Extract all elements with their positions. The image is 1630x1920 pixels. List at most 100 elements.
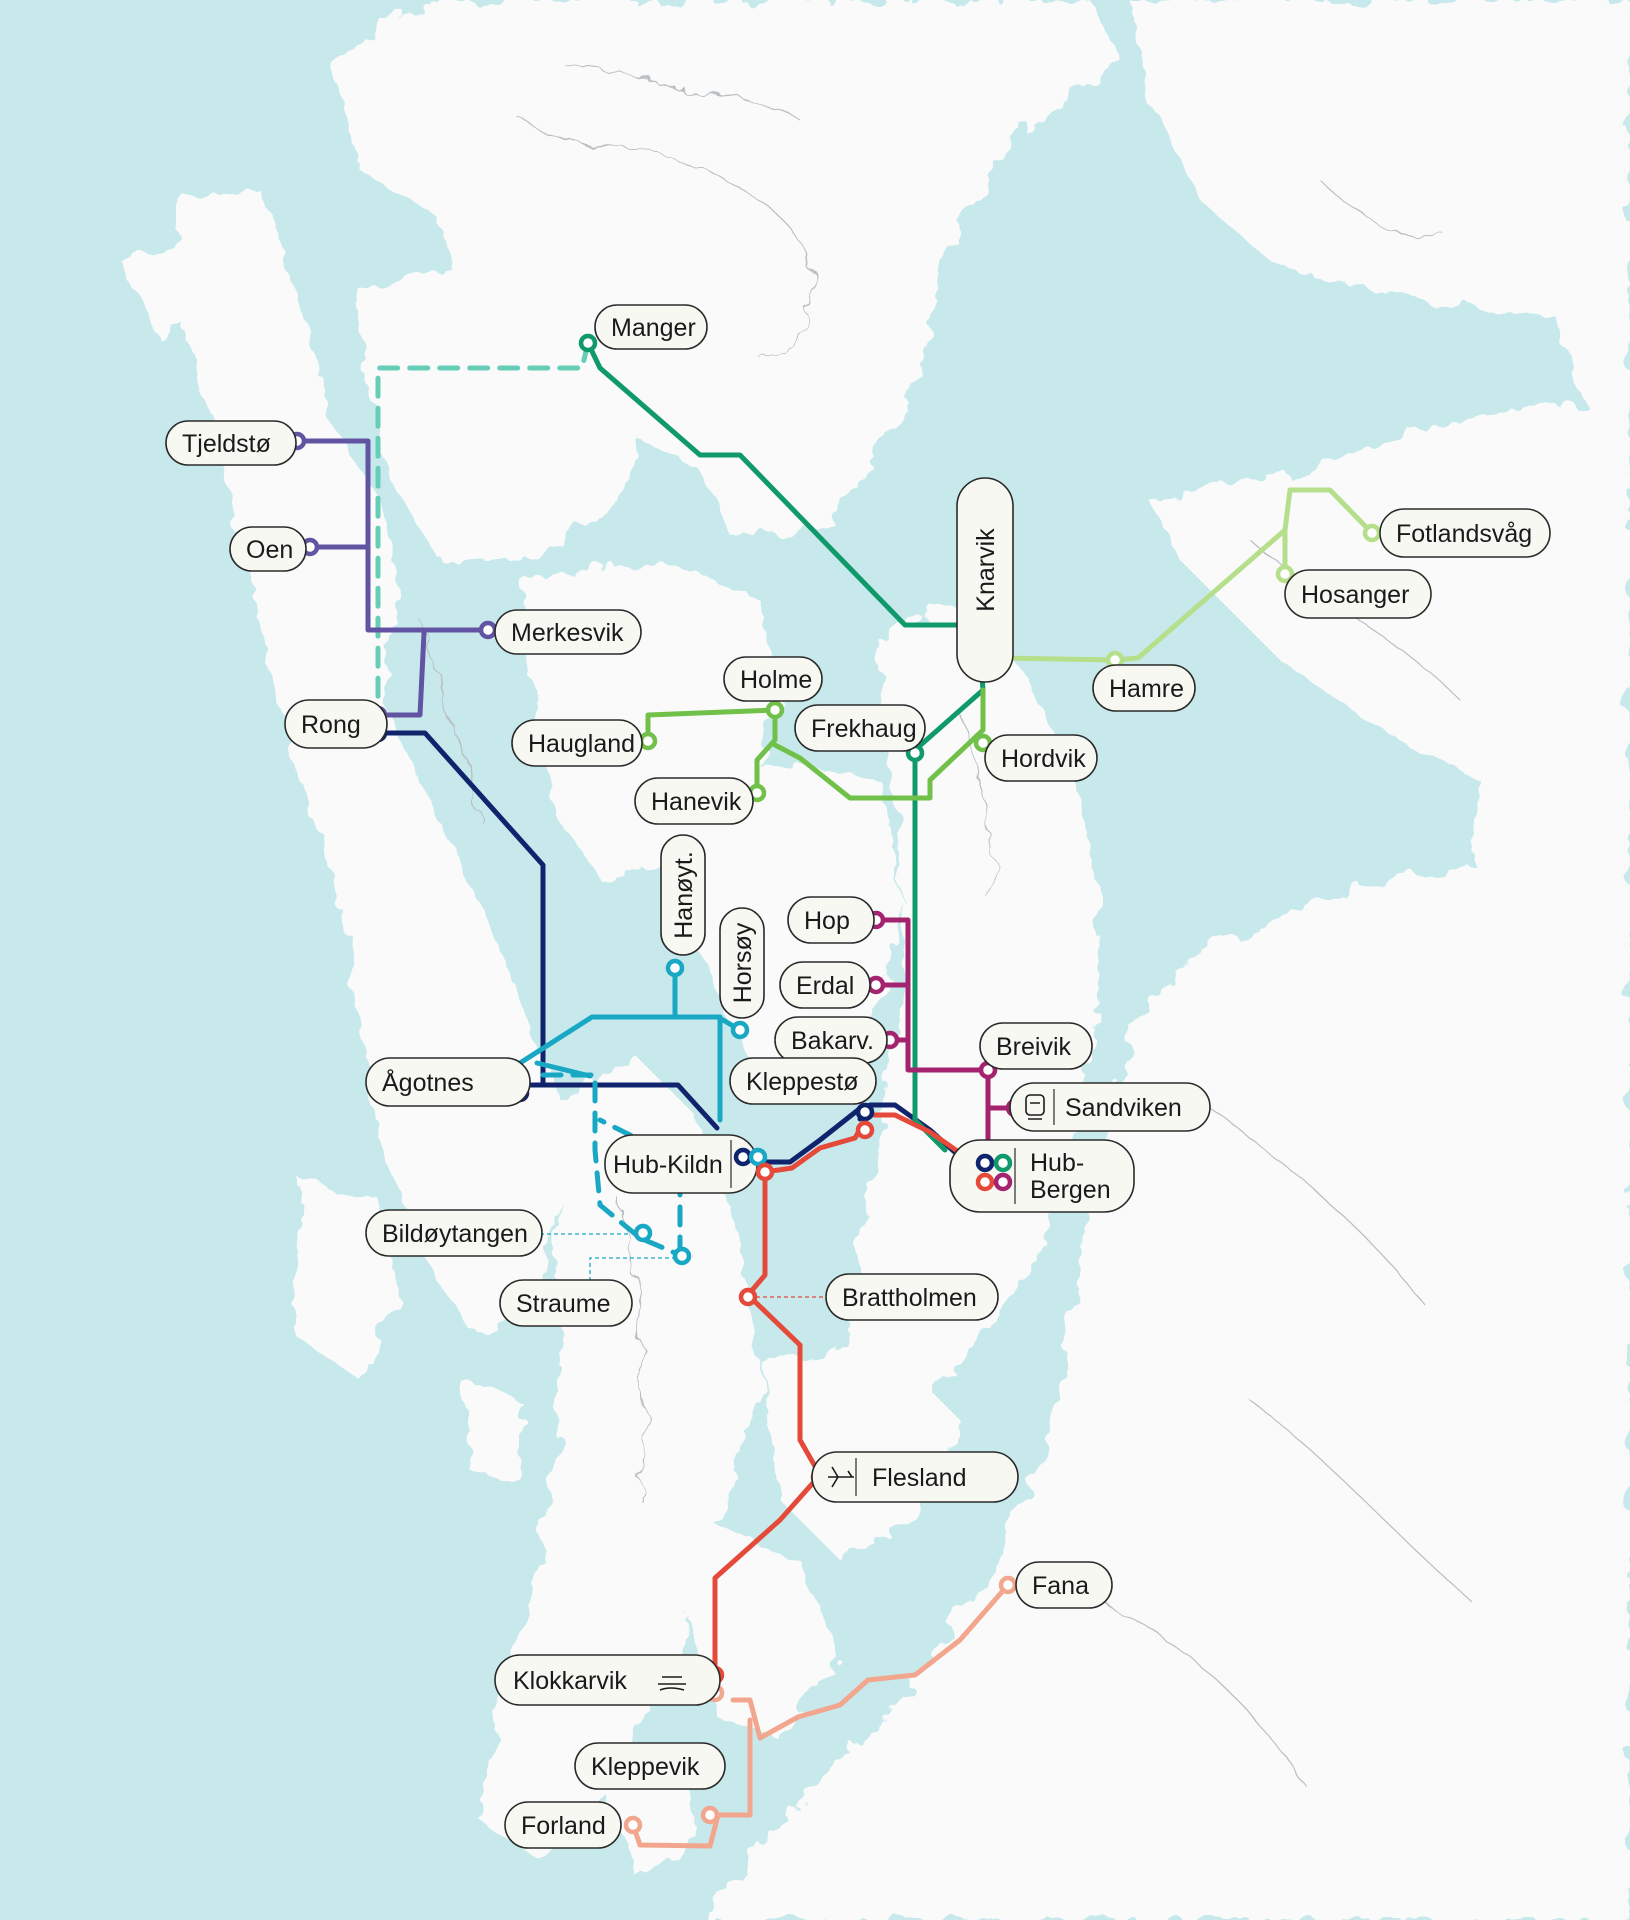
label-pill (284, 699, 388, 749)
station-horsoy[interactable]: Horsøy (719, 907, 765, 1019)
station-rong[interactable]: Rong (284, 699, 388, 749)
line-cyan (517, 965, 743, 1123)
station-brattholmen[interactable]: Brattholmen (825, 1273, 999, 1321)
station-name: Straume (516, 1290, 610, 1318)
label-pill (165, 420, 297, 466)
station-bakarv[interactable]: Bakarv. (774, 1016, 888, 1064)
station-hanevik[interactable]: Hanevik (634, 777, 754, 825)
station-straume[interactable]: Straume (499, 1279, 633, 1327)
station-name: Ågotnes (382, 1067, 474, 1097)
label-pill (504, 1801, 622, 1849)
station-kleppesto[interactable]: Kleppestø (729, 1057, 877, 1105)
label-pill (1015, 1561, 1113, 1609)
station-manger[interactable]: Manger (594, 304, 708, 350)
terrain-contours (419, 59, 1471, 1781)
station-tjeldsto[interactable]: Tjeldstø (165, 420, 297, 466)
label-pill (811, 1451, 1019, 1503)
line-green-light (995, 487, 1375, 663)
station-holme[interactable]: Holme (723, 656, 823, 702)
label-pill (365, 1209, 543, 1257)
station-name: Brattholmen (842, 1284, 977, 1312)
station-knarvik[interactable]: Knarvik (956, 477, 1014, 683)
station-name: Erdal (796, 972, 854, 1000)
station-name: Hub- Bergen (1030, 1149, 1111, 1204)
ferry-icon (658, 1676, 686, 1691)
label-pill (494, 609, 642, 655)
station-name: Hub-Kildn (613, 1151, 723, 1179)
station-name: Fana (1032, 1572, 1089, 1600)
station-name: Frekhaug (811, 715, 917, 743)
station-name: Knarvik (972, 528, 1000, 612)
station-hosanger[interactable]: Hosanger (1284, 569, 1432, 619)
station-name: Klokkarvik (513, 1667, 627, 1695)
station-hanoyt[interactable]: Hanøyt. (660, 834, 706, 956)
station-sandviken[interactable]: Sandviken (1009, 1082, 1211, 1132)
station-klokkarvik[interactable]: Klokkarvik (494, 1654, 721, 1706)
station-breivik[interactable]: Breivik (979, 1022, 1093, 1070)
station-name: Bildøytangen (382, 1220, 528, 1248)
line-green-mid (645, 687, 986, 801)
label-pill (787, 896, 875, 944)
label-pill (660, 834, 706, 956)
line-purple (294, 438, 491, 718)
label-pill (1284, 569, 1432, 619)
station-erdal[interactable]: Erdal (779, 961, 871, 1009)
label-pill (594, 304, 708, 350)
station-name: Flesland (872, 1464, 967, 1492)
label-pill (779, 961, 871, 1009)
station-kleppevik[interactable]: Kleppevik (574, 1742, 726, 1790)
line-teal-dashed (375, 340, 591, 706)
label-pill (719, 907, 765, 1019)
station-hordvik[interactable]: Hordvik (984, 734, 1098, 782)
station-name: Bakarv. (791, 1027, 874, 1055)
station-name: Hop (804, 907, 850, 935)
station-haugland[interactable]: Haugland (511, 719, 643, 767)
station-fana[interactable]: Fana (1015, 1561, 1113, 1609)
hub-bergen-line-2: Bergen (1030, 1176, 1111, 1204)
label-pill (723, 656, 823, 702)
station-name: Tjeldstø (182, 430, 271, 458)
station-name: Breivik (996, 1033, 1072, 1061)
line-salmon (630, 1582, 1011, 1849)
station-hub-bergen[interactable]: Hub- Bergen (949, 1139, 1135, 1213)
station-agotnes[interactable]: Ågotnes (365, 1057, 531, 1107)
airplane-icon (828, 1466, 854, 1488)
label-pill (825, 1273, 999, 1321)
station-name: Forland (521, 1812, 606, 1840)
station-name: Hanevik (651, 788, 742, 816)
station-forland[interactable]: Forland (504, 1801, 622, 1849)
label-pill (984, 734, 1098, 782)
label-pill (794, 704, 926, 752)
station-hop[interactable]: Hop (787, 896, 875, 944)
station-name: Merkesvik (511, 619, 624, 647)
label-pill (511, 719, 643, 767)
station-name: Kleppevik (591, 1753, 700, 1781)
station-flesland[interactable]: Flesland (811, 1451, 1019, 1503)
station-name: Hordvik (1001, 745, 1086, 773)
label-pill (1379, 508, 1551, 558)
station-name: Kleppestø (746, 1068, 859, 1096)
label-pill (729, 1057, 877, 1105)
station-name: Haugland (528, 730, 635, 758)
station-name: Oen (246, 536, 293, 564)
station-name: Horsøy (729, 922, 757, 1003)
station-name: Sandviken (1065, 1094, 1182, 1122)
label-pill (634, 777, 754, 825)
station-frekhaug[interactable]: Frekhaug (794, 704, 926, 752)
station-name: Holme (740, 666, 812, 694)
station-oen[interactable]: Oen (229, 526, 307, 572)
station-name: Fotlandsvåg (1396, 520, 1532, 548)
station-fotlandsvag[interactable]: Fotlandsvåg (1379, 508, 1551, 558)
hub-bergen-line-1: Hub- (1030, 1149, 1084, 1177)
station-hub-kildn[interactable]: Hub-Kildn (604, 1134, 775, 1194)
station-merkesvik[interactable]: Merkesvik (494, 609, 642, 655)
station-hamre[interactable]: Hamre (1092, 664, 1196, 712)
label-pill (574, 1742, 726, 1790)
station-bildoytangen[interactable]: Bildøytangen (365, 1209, 543, 1257)
station-name: Manger (611, 314, 696, 342)
label-pill (1009, 1082, 1211, 1132)
station-name: Hanøyt. (670, 851, 698, 939)
station-name: Rong (301, 711, 361, 739)
label-pill (1092, 664, 1196, 712)
